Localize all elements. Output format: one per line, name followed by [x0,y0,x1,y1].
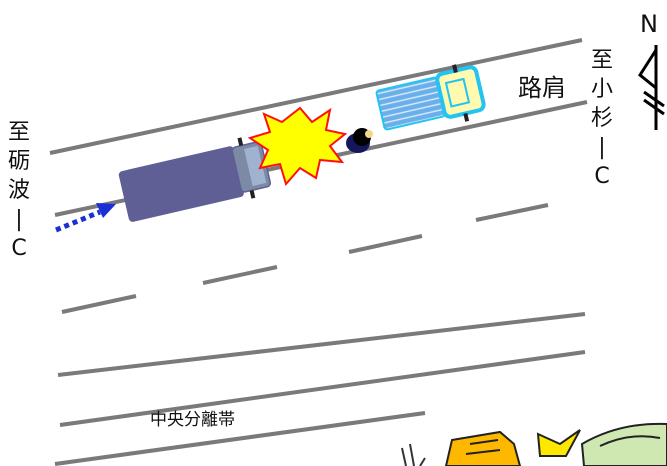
label-char: 波 [8,178,31,203]
truck [118,137,272,222]
dotted-arrow-icon [55,203,116,233]
label-char: C [11,236,27,261]
label-to-kosugi-ic: 至 小 杉 | C [591,46,613,191]
label-median: 中央分離帯 [150,410,235,430]
dashed-lane-line [61,203,549,314]
label-char: C [594,164,610,189]
label-char: 杉 [591,106,614,131]
label-to-tonami-ic: 至 砺 波 | C [8,118,30,263]
north-arrow-icon [638,45,665,130]
label-shoulder: 路肩 [518,74,566,102]
cartoon-illustration [401,422,667,466]
label-char: 砺 [8,149,31,174]
truck-body [118,146,244,222]
person-icon [346,128,373,153]
label-char: | [15,207,23,232]
light-truck [375,64,486,131]
car-bed [375,76,446,131]
lane-line-lower [57,312,586,377]
label-north: N [640,10,658,38]
median-line-bottom [54,411,426,466]
explosion-icon [247,106,348,187]
label-char: 小 [591,77,614,102]
label-char: 至 [591,48,614,73]
label-char: 至 [8,120,31,145]
label-char: | [598,135,606,160]
median-line-top [59,350,586,427]
road-edge-top [49,38,583,155]
